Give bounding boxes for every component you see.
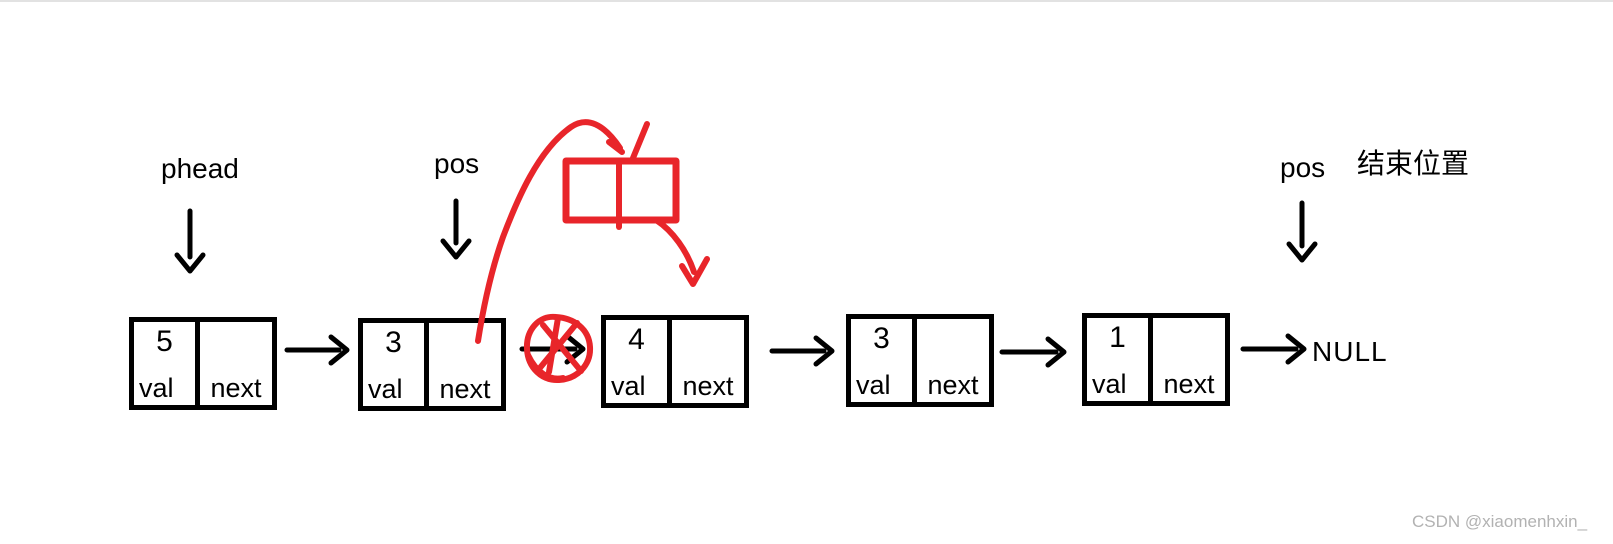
- list-node-5: 1 val next: [1082, 313, 1230, 406]
- node-2-val-label: val: [368, 374, 403, 404]
- pos-left-label: pos: [434, 148, 480, 179]
- arrow-node4-to-node5: [999, 336, 1067, 368]
- list-node-3: 4 val next: [601, 315, 749, 408]
- node-3-value: 4: [628, 323, 645, 356]
- node-3-next-label: next: [682, 371, 734, 401]
- node-3-val-label: val: [611, 371, 646, 401]
- pos-left-down-arrow: [440, 198, 472, 260]
- node-2-value: 3: [385, 326, 402, 359]
- node-4-value: 3: [873, 322, 890, 355]
- new-node-box: [562, 157, 680, 224]
- arrow-node1-to-node2: [284, 334, 350, 366]
- x-scribble-icon: [523, 313, 593, 384]
- node-2-val-cell: 3 val: [363, 323, 429, 406]
- list-node-2: 3 val next: [358, 318, 506, 411]
- node-5-next-label: next: [1163, 369, 1215, 399]
- scribble-stroke-1: [540, 322, 584, 374]
- node-3-val-cell: 4 val: [606, 320, 672, 403]
- node-4-next-cell: next: [917, 319, 989, 402]
- end-position-label: 结束位置: [1357, 148, 1470, 179]
- node-1-next-label: next: [210, 373, 262, 403]
- node-1-val-cell: 5 val: [134, 322, 200, 405]
- null-label: NULL: [1312, 336, 1388, 367]
- node-4-val-cell: 3 val: [851, 319, 917, 402]
- node-2-next-cell: next: [429, 323, 501, 406]
- curve-to-node-4-arrowhead: [679, 256, 710, 287]
- node-1-next-cell: next: [200, 322, 272, 405]
- scribble-stroke-4: [525, 352, 566, 382]
- node-1-value: 5: [156, 325, 173, 358]
- node-4-val-label: val: [856, 370, 891, 400]
- node-4-next-label: next: [927, 370, 979, 400]
- top-divider: [0, 0, 1613, 2]
- pos-right-label: pos: [1280, 152, 1326, 183]
- insert-curve-from-pos-next: [475, 119, 623, 344]
- scribble-stroke-3: [546, 315, 561, 375]
- node-5-next-cell: next: [1153, 318, 1225, 401]
- list-node-1: 5 val next: [129, 317, 277, 410]
- node-2-next-label: next: [439, 374, 491, 404]
- curve-to-node-4: [653, 217, 697, 275]
- arrow-node2-to-node3-crossed: [519, 333, 586, 365]
- arrow-node5-to-null: [1240, 333, 1307, 365]
- node-5-value: 1: [1109, 321, 1126, 354]
- node-5-val-label: val: [1092, 369, 1127, 399]
- node-5-val-cell: 1 val: [1087, 318, 1153, 401]
- insert-curve-arrowhead: [606, 121, 650, 161]
- list-node-4: 3 val next: [846, 314, 994, 407]
- scribble-stroke-2: [536, 320, 580, 372]
- phead-label: phead: [161, 153, 239, 184]
- watermark: CSDN @xiaomenhxin_: [1412, 512, 1588, 531]
- pos-right-down-arrow: [1286, 200, 1318, 263]
- scribble-circle: [523, 313, 593, 384]
- arrow-node3-to-node4: [769, 335, 835, 367]
- node-1-val-label: val: [139, 373, 174, 403]
- node-3-next-cell: next: [672, 320, 744, 403]
- phead-down-arrow: [174, 208, 206, 274]
